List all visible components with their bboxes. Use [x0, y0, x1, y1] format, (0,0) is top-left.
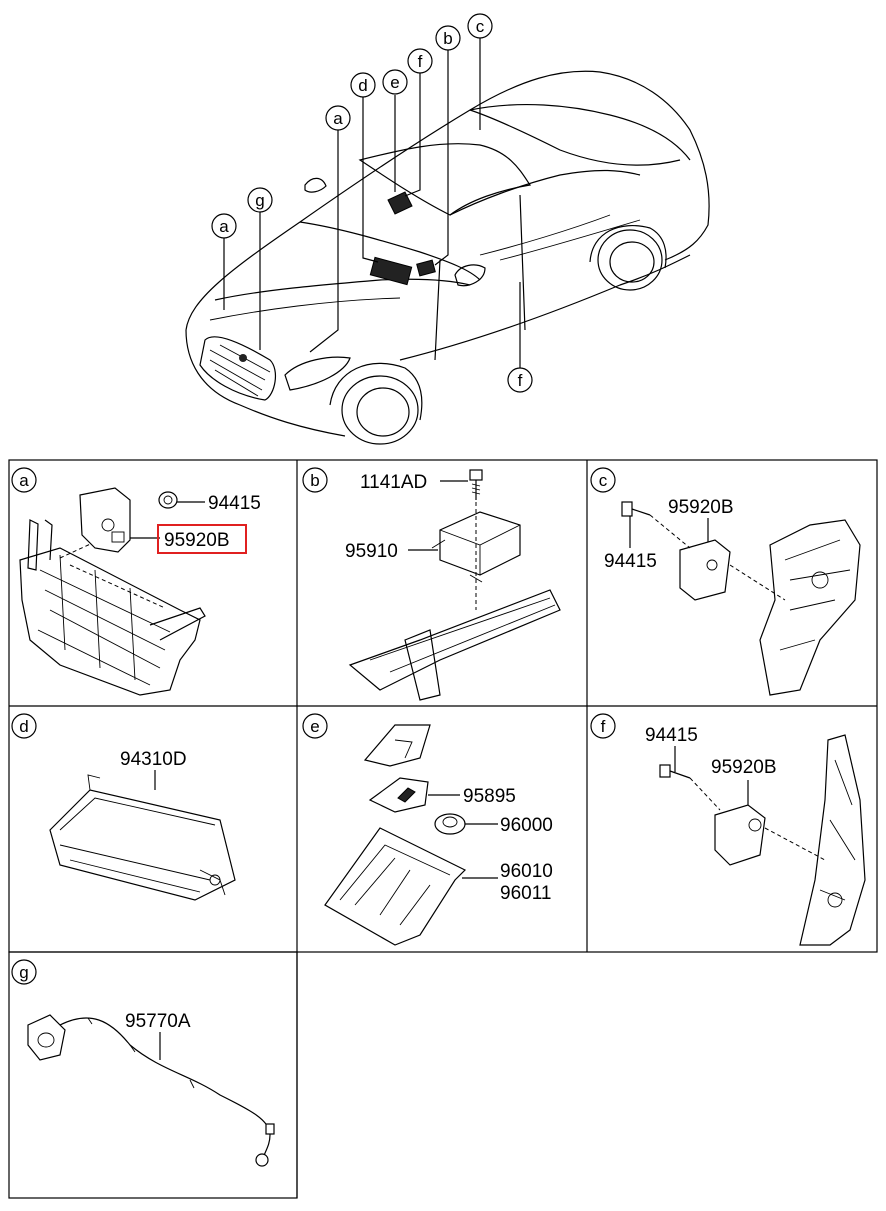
- part-label-96010: 96010: [500, 861, 553, 882]
- sensor-95770a[interactable]: [27, 1014, 66, 1061]
- part-label-95920b-c: 95920B: [668, 497, 734, 518]
- part-label-1141ad: 1141AD: [360, 472, 427, 493]
- svg-text:f: f: [418, 52, 423, 71]
- panel-grid: [8, 459, 878, 1199]
- bolt-94415-c[interactable]: [621, 501, 651, 517]
- sensor-95920b-f[interactable]: [714, 804, 766, 866]
- panel-b-tag: b: [302, 467, 328, 493]
- callout-a[interactable]: a: [325, 105, 351, 131]
- panel-c: c 95920B 94415: [590, 467, 861, 696]
- svg-text:a: a: [333, 109, 343, 128]
- panel-c-tag: c: [590, 467, 616, 493]
- svg-text:c: c: [599, 471, 608, 490]
- airbag-94310d[interactable]: [49, 774, 236, 901]
- part-label-96000: 96000: [500, 815, 553, 836]
- part-label-95895: 95895: [463, 786, 516, 807]
- nut-94415[interactable]: [158, 491, 178, 509]
- callout-a-front[interactable]: a: [211, 213, 237, 239]
- sensor-95920b[interactable]: [79, 487, 131, 553]
- svg-text:a: a: [219, 217, 229, 236]
- panel-g-tag: g: [11, 959, 37, 985]
- callout-f-top[interactable]: f: [407, 48, 433, 74]
- panel-b: b 1141AD 95910: [302, 467, 561, 701]
- panel-d-tag: d: [11, 713, 37, 739]
- part-label-95910: 95910: [345, 541, 398, 562]
- svg-text:b: b: [310, 471, 319, 490]
- cover-upper[interactable]: [363, 724, 431, 767]
- callout-c[interactable]: c: [467, 13, 493, 39]
- part-label-94310d: 94310D: [120, 749, 187, 770]
- bolt-94415-f[interactable]: [659, 764, 691, 779]
- svg-text:f: f: [601, 717, 606, 736]
- part-label-95920b[interactable]: 95920B: [164, 530, 230, 551]
- panel-a-tag: a: [11, 467, 37, 493]
- pillar-b-f: [799, 734, 866, 946]
- airbag-module-95910[interactable]: [431, 511, 521, 583]
- floor-tunnel: [348, 589, 561, 701]
- svg-text:c: c: [476, 17, 485, 36]
- sensor-95920b-c[interactable]: [679, 539, 731, 601]
- panel-a: a 94415 95920B: [11, 467, 261, 696]
- part-label-94415: 94415: [208, 493, 261, 514]
- svg-text:d: d: [19, 717, 28, 736]
- part-label-95770a: 95770A: [125, 1011, 191, 1032]
- sensor-96000[interactable]: [434, 813, 466, 835]
- callout-e[interactable]: e: [382, 69, 408, 95]
- panel-f: f 94415 95920B: [590, 713, 866, 946]
- callout-b[interactable]: b: [435, 25, 461, 51]
- panel-f-tag: f: [590, 713, 616, 739]
- highlight-box: [157, 524, 247, 554]
- panel-d: d 94310D: [11, 713, 236, 901]
- svg-text:g: g: [255, 191, 264, 210]
- callout-d[interactable]: d: [350, 72, 376, 98]
- svg-text:d: d: [358, 76, 367, 95]
- car-overview: a g a d e f b c: [185, 13, 710, 445]
- callout-f-bottom[interactable]: f: [507, 367, 533, 393]
- callout-g[interactable]: g: [247, 187, 273, 213]
- svg-text:a: a: [19, 471, 29, 490]
- svg-text:b: b: [443, 29, 452, 48]
- bolt-1141ad[interactable]: [469, 469, 483, 500]
- part-label-95920b-f: 95920B: [711, 757, 777, 778]
- panel-e: e 95895 96000 96010 96011: [302, 713, 553, 946]
- console-96010[interactable]: [324, 827, 467, 946]
- part-label-94415-c: 94415: [604, 551, 657, 572]
- panel-g: g 95770A: [11, 959, 275, 1167]
- part-label-94415-f: 94415: [645, 725, 698, 746]
- svg-text:e: e: [390, 73, 399, 92]
- part-label-96011: 96011: [500, 883, 551, 904]
- radiator-support-frame: [19, 519, 206, 696]
- pillar-c: [759, 519, 861, 696]
- svg-text:e: e: [310, 717, 319, 736]
- svg-text:f: f: [518, 371, 523, 390]
- panel-e-tag: e: [302, 713, 328, 739]
- cover-95895[interactable]: [368, 777, 429, 813]
- svg-text:g: g: [19, 963, 28, 982]
